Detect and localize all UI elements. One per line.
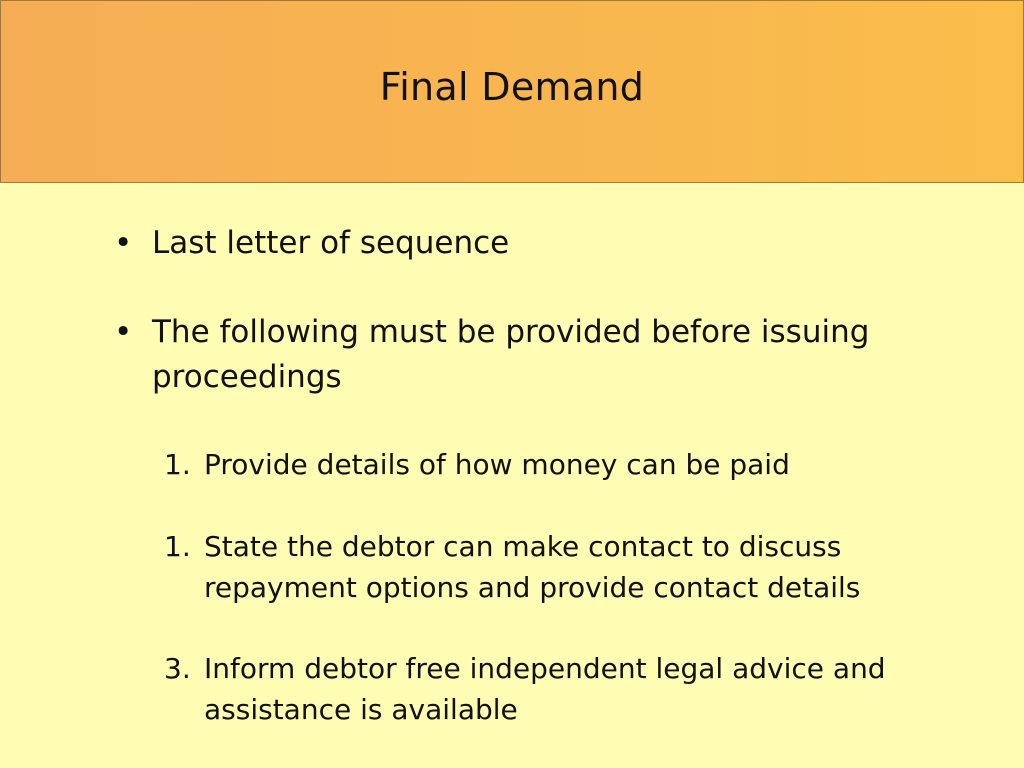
numbered-item: 1. State the debtor can make contact to … xyxy=(164,526,944,608)
numbered-item: 1. Provide details of how money can be p… xyxy=(164,444,944,485)
bullet-text: The following must be provided before is… xyxy=(152,314,870,395)
bullet-text: Last letter of sequence xyxy=(152,225,510,261)
numbered-marker: 1. xyxy=(164,530,191,563)
bullet-marker: • xyxy=(114,314,133,350)
numbered-marker: 3. xyxy=(164,652,191,685)
numbered-marker: 1. xyxy=(164,448,191,481)
numbered-text: State the debtor can make contact to dis… xyxy=(204,530,861,604)
bullet-item: • Last letter of sequence xyxy=(114,221,942,266)
slide-title: Final Demand xyxy=(379,64,645,109)
numbered-text: Inform debtor free independent legal adv… xyxy=(204,652,886,726)
title-bar: Final Demand xyxy=(0,0,1024,183)
bullet-marker: • xyxy=(114,225,133,261)
numbered-text: Provide details of how money can be paid xyxy=(204,448,790,481)
bullet-item: • The following must be provided before … xyxy=(114,310,942,400)
numbered-item: 3. Inform debtor free independent legal … xyxy=(164,648,944,730)
